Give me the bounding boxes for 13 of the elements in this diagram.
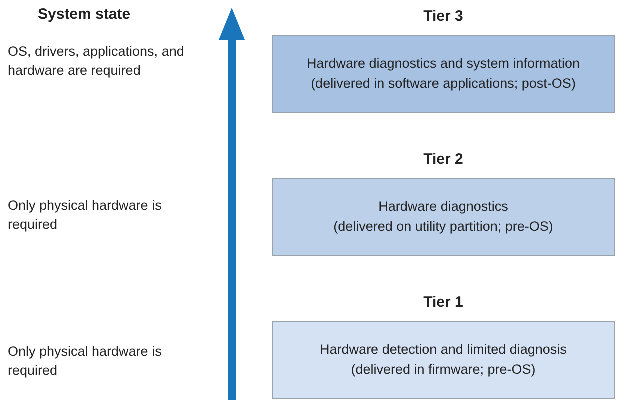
tier-description: Hardware diagnostics and system information bbox=[306, 55, 580, 73]
delivery-note: (delivered on utility partition; pre-OS) bbox=[334, 218, 554, 236]
state-note: Only physical hardware is required bbox=[8, 343, 163, 380]
tier-heading: Tier 1 bbox=[424, 293, 464, 313]
tier-description: Hardware diagnostics bbox=[378, 198, 508, 216]
tier-heading: Tier 2 bbox=[424, 150, 464, 170]
tier-heading: Tier 3 bbox=[424, 7, 464, 27]
delivery-note: (delivered in firmware; pre-OS) bbox=[351, 361, 536, 379]
delivery-note: (delivered in software applications; post-OS) bbox=[311, 75, 576, 93]
column-heading: System state bbox=[38, 6, 131, 23]
state-note: Only physical hardware is required bbox=[8, 197, 163, 234]
tier-description: Hardware detection and limited diagnosis bbox=[320, 341, 567, 359]
state-note: OS, drivers, applications, and hardware are required bbox=[8, 43, 186, 80]
